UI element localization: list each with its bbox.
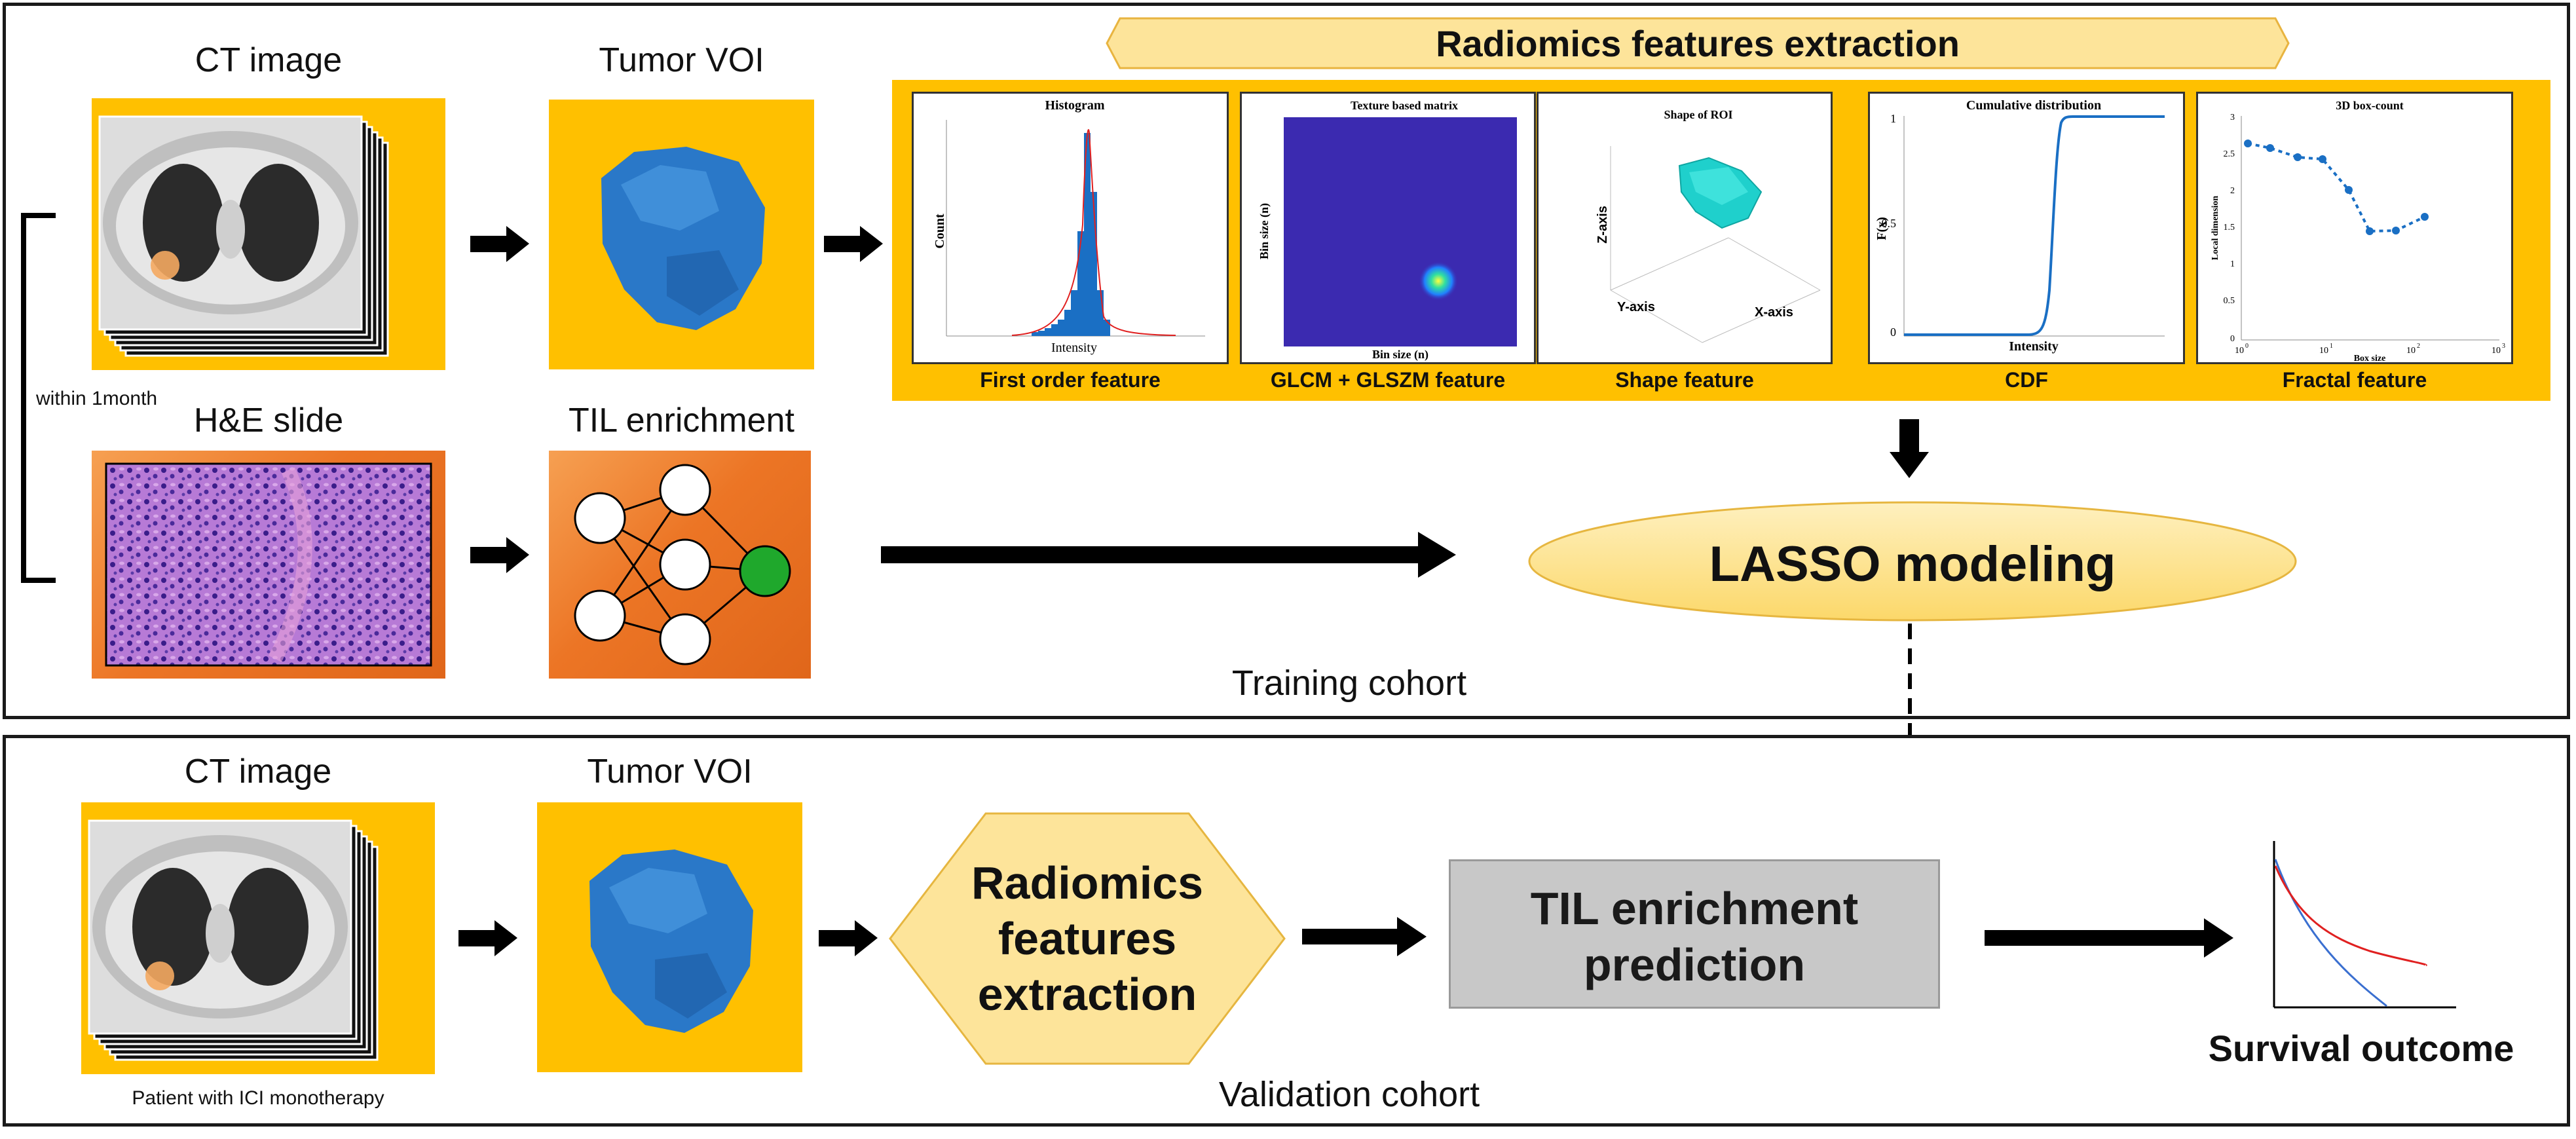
ct-image-label: CT image	[195, 41, 343, 79]
tumor-voi-label: Tumor VOI	[599, 41, 764, 79]
arrow-features-to-lasso	[1890, 419, 1929, 481]
val-extraction-hexagon: Radiomics features extraction	[887, 811, 1287, 1066]
val-arrow-extraction-to-prediction	[1302, 917, 1427, 960]
fractal-xexp-3: 3	[2502, 343, 2505, 350]
val-ct-image-frame	[81, 802, 435, 1074]
fractal-xtick-3: 10	[2492, 346, 2501, 356]
til-enrichment-label: TIL enrichment	[569, 401, 794, 439]
fractal-ytick-1: 1	[2230, 259, 2235, 269]
he-slide-label: H&E slide	[193, 401, 344, 439]
extraction-header: Radiomics features extraction	[1106, 16, 2290, 71]
glcm-glszm-feature-caption: GLCM + GLSZM feature	[1270, 368, 1506, 392]
val-arrow-ct-to-voi	[458, 920, 517, 960]
arrow-ct-to-voi	[470, 226, 529, 265]
val-extraction-line-1: Radiomics	[971, 857, 1203, 908]
survival-curve-plot	[2265, 840, 2461, 1015]
ct-scan-stack	[98, 115, 389, 357]
survival-outcome-label: Survival outcome	[2208, 1028, 2514, 1069]
arrow-til-to-lasso	[881, 532, 1457, 581]
val-arrow-voi-to-extraction	[819, 920, 878, 960]
fractal-ytick-0: 0	[2230, 334, 2235, 344]
fractal-plot: 3D box-count 3 2.5 2 1.5 1 0.5 0 Local d…	[2196, 92, 2513, 364]
neural-network-icon	[574, 464, 791, 665]
val-extraction-line-3: extraction	[977, 969, 1197, 1020]
he-slide-image	[105, 462, 432, 667]
fractal-ytick-15: 1.5	[2224, 223, 2235, 233]
fractal-xlabel: Box size	[2354, 354, 2386, 362]
arrow-voi-to-extraction	[824, 226, 883, 265]
val-ct-scan-stack	[88, 819, 379, 1061]
val-tumor-voi-frame	[537, 802, 802, 1072]
time-bracket	[20, 213, 59, 586]
shape-roi-plot: Shape of ROI Z-axis Y-axis X-axis	[1537, 92, 1833, 364]
tumor-voi-render	[601, 147, 765, 330]
til-prediction-line-1: TIL enrichment	[1530, 883, 1859, 934]
shape-feature-caption: Shape feature	[1615, 368, 1754, 392]
validation-cohort-label: Validation cohort	[1218, 1075, 1480, 1114]
histogram-plot: Histogram Count Intensity	[912, 92, 1229, 364]
fractal-ytick-2: 2	[2230, 186, 2235, 196]
first-order-feature-caption: First order feature	[980, 368, 1161, 392]
fractal-xexp-1: 1	[2330, 343, 2333, 350]
within-1month-label: within 1month	[36, 388, 158, 409]
val-tumor-voi-label: Tumor VOI	[587, 753, 753, 791]
fractal-xexp-0: 0	[2245, 343, 2249, 350]
val-ct-image-label: CT image	[184, 753, 332, 791]
patient-label: Patient with ICI monotherapy	[132, 1087, 384, 1109]
shape-xlabel: X-axis	[1755, 305, 1793, 320]
tumor-voi-frame	[549, 100, 814, 369]
histogram-title: Histogram	[1045, 98, 1104, 113]
he-slide-frame	[92, 451, 445, 679]
histogram-ylabel: Count	[933, 214, 947, 249]
fractal-xtick-1: 10	[2319, 346, 2328, 356]
til-network-frame	[549, 451, 811, 679]
cdf-tick-0: 0	[1890, 326, 1896, 339]
cdf-tick-05: 0.5	[1882, 217, 1897, 230]
fractal-xexp-2: 2	[2417, 343, 2420, 350]
lasso-modeling-node: LASSO modeling	[1526, 499, 2299, 624]
texture-ylabel: Bin size (n)	[1258, 203, 1271, 259]
fractal-ylabel: Local dimension	[2211, 196, 2220, 261]
histogram-xlabel: Intensity	[1051, 341, 1097, 355]
til-prediction-box: TIL enrichment prediction	[1449, 859, 1940, 1009]
cdf-ylabel: F(x)	[1875, 217, 1889, 240]
fractal-xtick-0: 10	[2235, 346, 2244, 356]
fractal-feature-caption: Fractal feature	[2282, 368, 2427, 392]
lasso-modeling-text: LASSO modeling	[1709, 536, 2116, 592]
extraction-header-text: Radiomics features extraction	[1436, 23, 1960, 64]
shape-zlabel: Z-axis	[1596, 206, 1610, 244]
fractal-ytick-05: 0.5	[2224, 296, 2235, 306]
val-extraction-line-2: features	[998, 913, 1177, 964]
texture-title: Texture based matrix	[1351, 99, 1458, 112]
val-arrow-prediction-to-survival	[1985, 918, 2233, 961]
fractal-ytick-3: 3	[2230, 113, 2235, 122]
cdf-tick-1: 1	[1890, 112, 1896, 125]
training-cohort-label: Training cohort	[1231, 663, 1467, 703]
texture-xlabel: Bin size (n)	[1372, 348, 1428, 362]
ct-image-frame	[92, 98, 445, 370]
shape-title: Shape of ROI	[1664, 108, 1732, 121]
cdf-caption: CDF	[2005, 368, 2048, 392]
arrow-he-to-til	[470, 537, 529, 576]
val-tumor-voi-render	[589, 850, 753, 1033]
cdf-plot: Cumulative distribution 1 0.5 0 F(x) Int…	[1868, 92, 2185, 364]
shape-ylabel: Y-axis	[1617, 300, 1655, 314]
fractal-xtick-2: 10	[2406, 346, 2416, 356]
til-prediction-line-2: prediction	[1583, 939, 1806, 990]
texture-matrix-plot: Texture based matrix Bin size (n) Bin si…	[1240, 92, 1536, 364]
cdf-xlabel: Intensity	[2009, 339, 2059, 354]
cdf-title: Cumulative distribution	[1966, 98, 2101, 113]
fractal-ytick-25: 2.5	[2224, 149, 2235, 159]
fractal-title: 3D box-count	[2336, 99, 2404, 112]
